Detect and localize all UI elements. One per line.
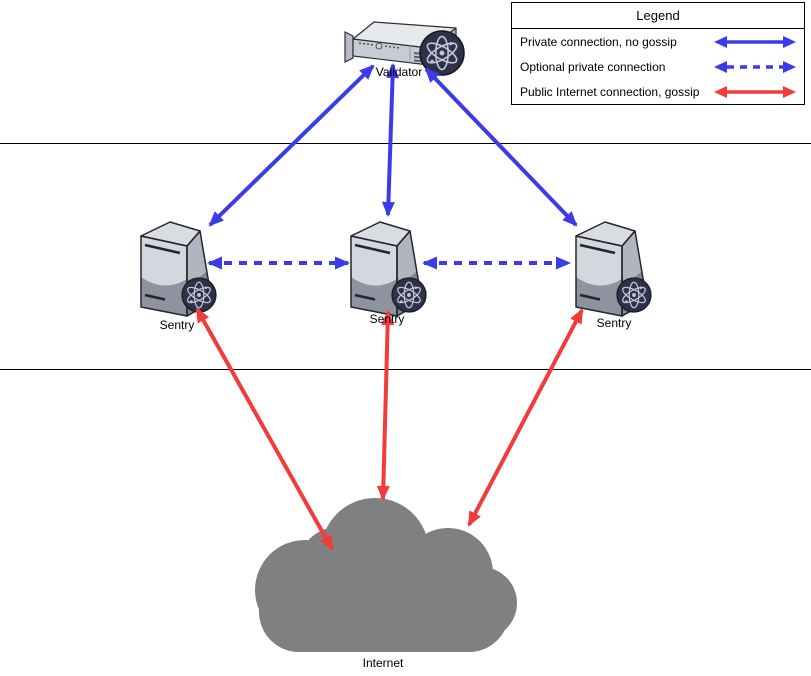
sentry2-label: Sentry xyxy=(369,312,405,326)
edge-validator-sentry1 xyxy=(208,64,375,227)
sentry-node-3 xyxy=(576,222,651,316)
legend-label-private: Private connection, no gossip xyxy=(520,34,677,49)
legend-label-optional: Optional private connection xyxy=(520,59,666,74)
sentry3-label: Sentry xyxy=(596,316,632,330)
edge-sentry1-internet xyxy=(195,307,334,551)
legend-row-optional: Optional private connection xyxy=(512,54,804,79)
edge-sentry2-internet xyxy=(376,310,395,501)
sentry-node-2 xyxy=(351,222,426,316)
legend-label-public: Public Internet connection, gossip xyxy=(520,84,700,99)
power-button-icon xyxy=(375,42,383,50)
internet-cloud xyxy=(255,498,517,652)
solid-blue-arrow-icon xyxy=(714,35,796,48)
sentry1-label: Sentry xyxy=(159,318,195,332)
dashed-blue-arrow-icon xyxy=(714,60,796,73)
legend-row-public: Public Internet connection, gossip xyxy=(512,79,804,104)
legend-box: Legend Private connection, no gossip Opt… xyxy=(511,2,805,105)
public-connections xyxy=(195,307,584,551)
separator-line-bottom xyxy=(0,369,811,370)
sentry-node-1 xyxy=(141,222,216,316)
internet-label: Internet xyxy=(362,656,404,670)
separator-line-top xyxy=(0,143,811,144)
legend-row-private: Private connection, no gossip xyxy=(512,29,804,54)
solid-red-arrow-icon xyxy=(714,85,796,98)
validator-label: Validator xyxy=(375,65,423,79)
edge-sentry3-internet xyxy=(467,308,584,527)
edge-validator-sentry2 xyxy=(381,63,400,217)
led-lights-icon xyxy=(359,42,399,49)
legend-title: Legend xyxy=(512,3,804,29)
edge-validator-sentry3 xyxy=(424,67,578,227)
private-connections xyxy=(208,63,578,227)
